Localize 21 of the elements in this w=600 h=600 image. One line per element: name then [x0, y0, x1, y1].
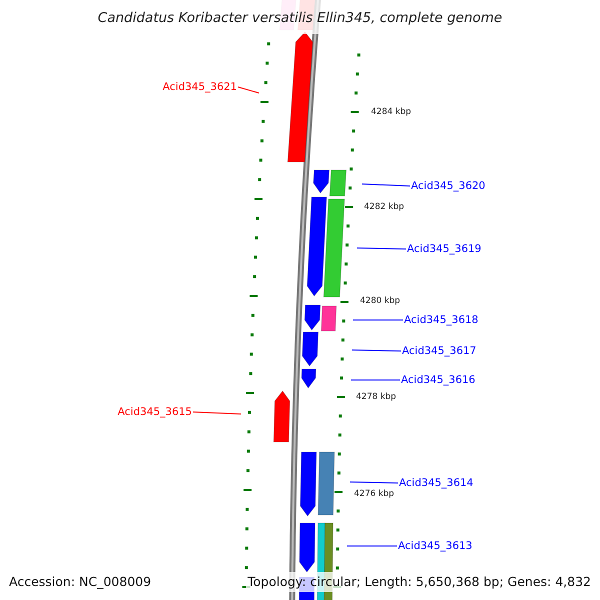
leader-line [362, 184, 410, 186]
scale-label: 4278 kbp [356, 392, 396, 402]
scale-label: 4284 kbp [371, 107, 412, 117]
gene-label: Acid345_3614 [399, 476, 474, 490]
genome-info-label: Topology: circular; Length: 5,650,368 bp; Genes: 4,832 [246, 572, 593, 592]
scale-label: 4276 kbp [354, 489, 394, 499]
scale-label: 4280 kbp [360, 296, 400, 306]
leader-line [238, 86, 260, 94]
leader-line [356, 248, 406, 250]
leader-line [352, 350, 402, 352]
gene-label: Acid345_3619 [407, 242, 482, 256]
gene-label: Acid345_3621 [162, 80, 237, 94]
gene-label: Acid345_3613 [398, 540, 472, 552]
gene-label: Acid345_3620 [411, 180, 486, 192]
gene-label: Acid345_3616 [401, 374, 476, 386]
leader-line [350, 482, 398, 484]
scale-label: 4282 kbp [364, 202, 404, 212]
gene-label: Acid345_3615 [118, 406, 192, 418]
gene-label: Acid345_3618 [404, 314, 478, 326]
leader-line [192, 412, 242, 414]
gene-label: Acid345_3617 [402, 344, 476, 358]
